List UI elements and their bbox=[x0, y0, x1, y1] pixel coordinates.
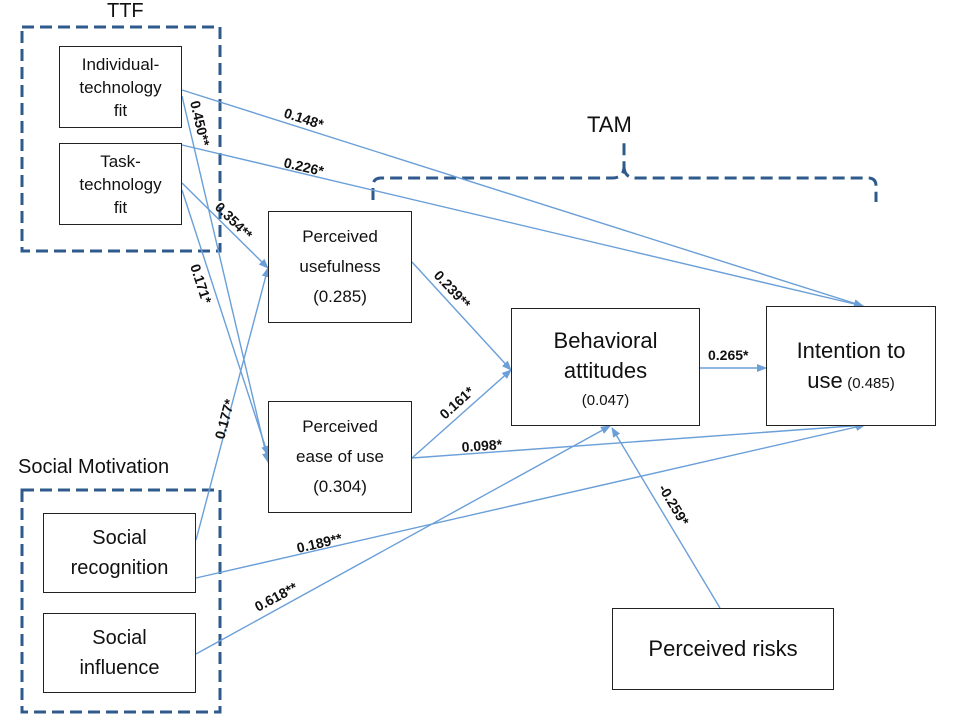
ttf-group-title: TTF bbox=[107, 0, 144, 22]
path-line-task-usefulness bbox=[181, 182, 269, 269]
node-behavioral-attitudes: Behavioral attitudes (0.047) bbox=[511, 308, 700, 426]
node-label: (0.304) bbox=[313, 477, 367, 496]
node-label: technology bbox=[79, 77, 162, 97]
node-label: (0.285) bbox=[313, 287, 367, 306]
coef-label: 0.189** bbox=[295, 530, 344, 556]
node-intention-to-use: Intention to use (0.485) bbox=[766, 306, 936, 426]
social-group-title: Social Motivation bbox=[18, 456, 170, 478]
node-label: Social bbox=[92, 627, 147, 649]
node-label: fit bbox=[113, 100, 128, 120]
node-label: recognition bbox=[70, 557, 169, 579]
node-individual-technology-fit: Individual- technology fit bbox=[59, 46, 182, 128]
node-label: Behavioral bbox=[553, 327, 658, 353]
node-task-technology-fit: Task- technology fit bbox=[59, 143, 182, 225]
node-social-recognition: Social recognition bbox=[43, 513, 196, 593]
node-label: influence bbox=[79, 657, 160, 679]
tam-group-title: TAM bbox=[587, 112, 632, 137]
coef-label: -0.259* bbox=[655, 481, 692, 528]
path-line-influence-attitudes bbox=[195, 425, 611, 655]
node-perceived-ease-of-use: Perceived ease of use (0.304) bbox=[268, 401, 412, 513]
coef-label: 0.161* bbox=[436, 383, 477, 422]
path-line-task-ease bbox=[181, 189, 270, 456]
node-label: (0.047) bbox=[581, 391, 630, 409]
node-perceived-risks: Perceived risks bbox=[612, 608, 834, 690]
node-label: Perceived bbox=[302, 227, 378, 246]
coef-label: 0.226* bbox=[282, 154, 326, 179]
node-label: attitudes bbox=[563, 357, 648, 383]
path-line-risks-attitudes bbox=[611, 427, 721, 609]
path-line-task-intention bbox=[181, 144, 864, 308]
path-line-ease-attitudes bbox=[411, 369, 512, 459]
node-label: Intention to bbox=[796, 338, 906, 363]
coef-label: 0.098* bbox=[461, 436, 503, 455]
path-line-ease-intention bbox=[411, 421, 866, 459]
coef-label: 0.450** bbox=[187, 99, 213, 148]
coef-label: 0.171* bbox=[187, 262, 215, 306]
social-group-border bbox=[20, 488, 222, 714]
path-line-usefulness-attitudes bbox=[411, 261, 512, 371]
node-label: ease of use bbox=[296, 447, 384, 466]
node-label: Perceived risks bbox=[648, 636, 798, 661]
node-label: Social bbox=[92, 527, 147, 549]
node-label: Perceived bbox=[302, 417, 378, 436]
node-label: usefulness bbox=[299, 257, 381, 276]
path-line-recognition-usefulness bbox=[195, 267, 270, 541]
path-line-ind-ease bbox=[181, 95, 270, 463]
node-label: Individual- bbox=[81, 54, 160, 74]
ttf-group-border bbox=[20, 25, 222, 253]
node-label: use bbox=[807, 368, 843, 393]
coef-label: 0.177* bbox=[211, 397, 237, 441]
tam-brace bbox=[371, 140, 878, 202]
coef-label: 0.265* bbox=[708, 347, 749, 363]
node-label: Task- bbox=[100, 151, 141, 171]
node-label: technology bbox=[79, 174, 162, 194]
node-label: fit bbox=[113, 197, 128, 217]
path-line-ind-intention bbox=[181, 89, 864, 308]
path-line-recognition-intention bbox=[195, 423, 866, 579]
node-perceived-usefulness: Perceived usefulness (0.285) bbox=[268, 211, 412, 323]
node-label: (0.485) bbox=[847, 375, 895, 392]
node-social-influence: Social influence bbox=[43, 613, 196, 693]
